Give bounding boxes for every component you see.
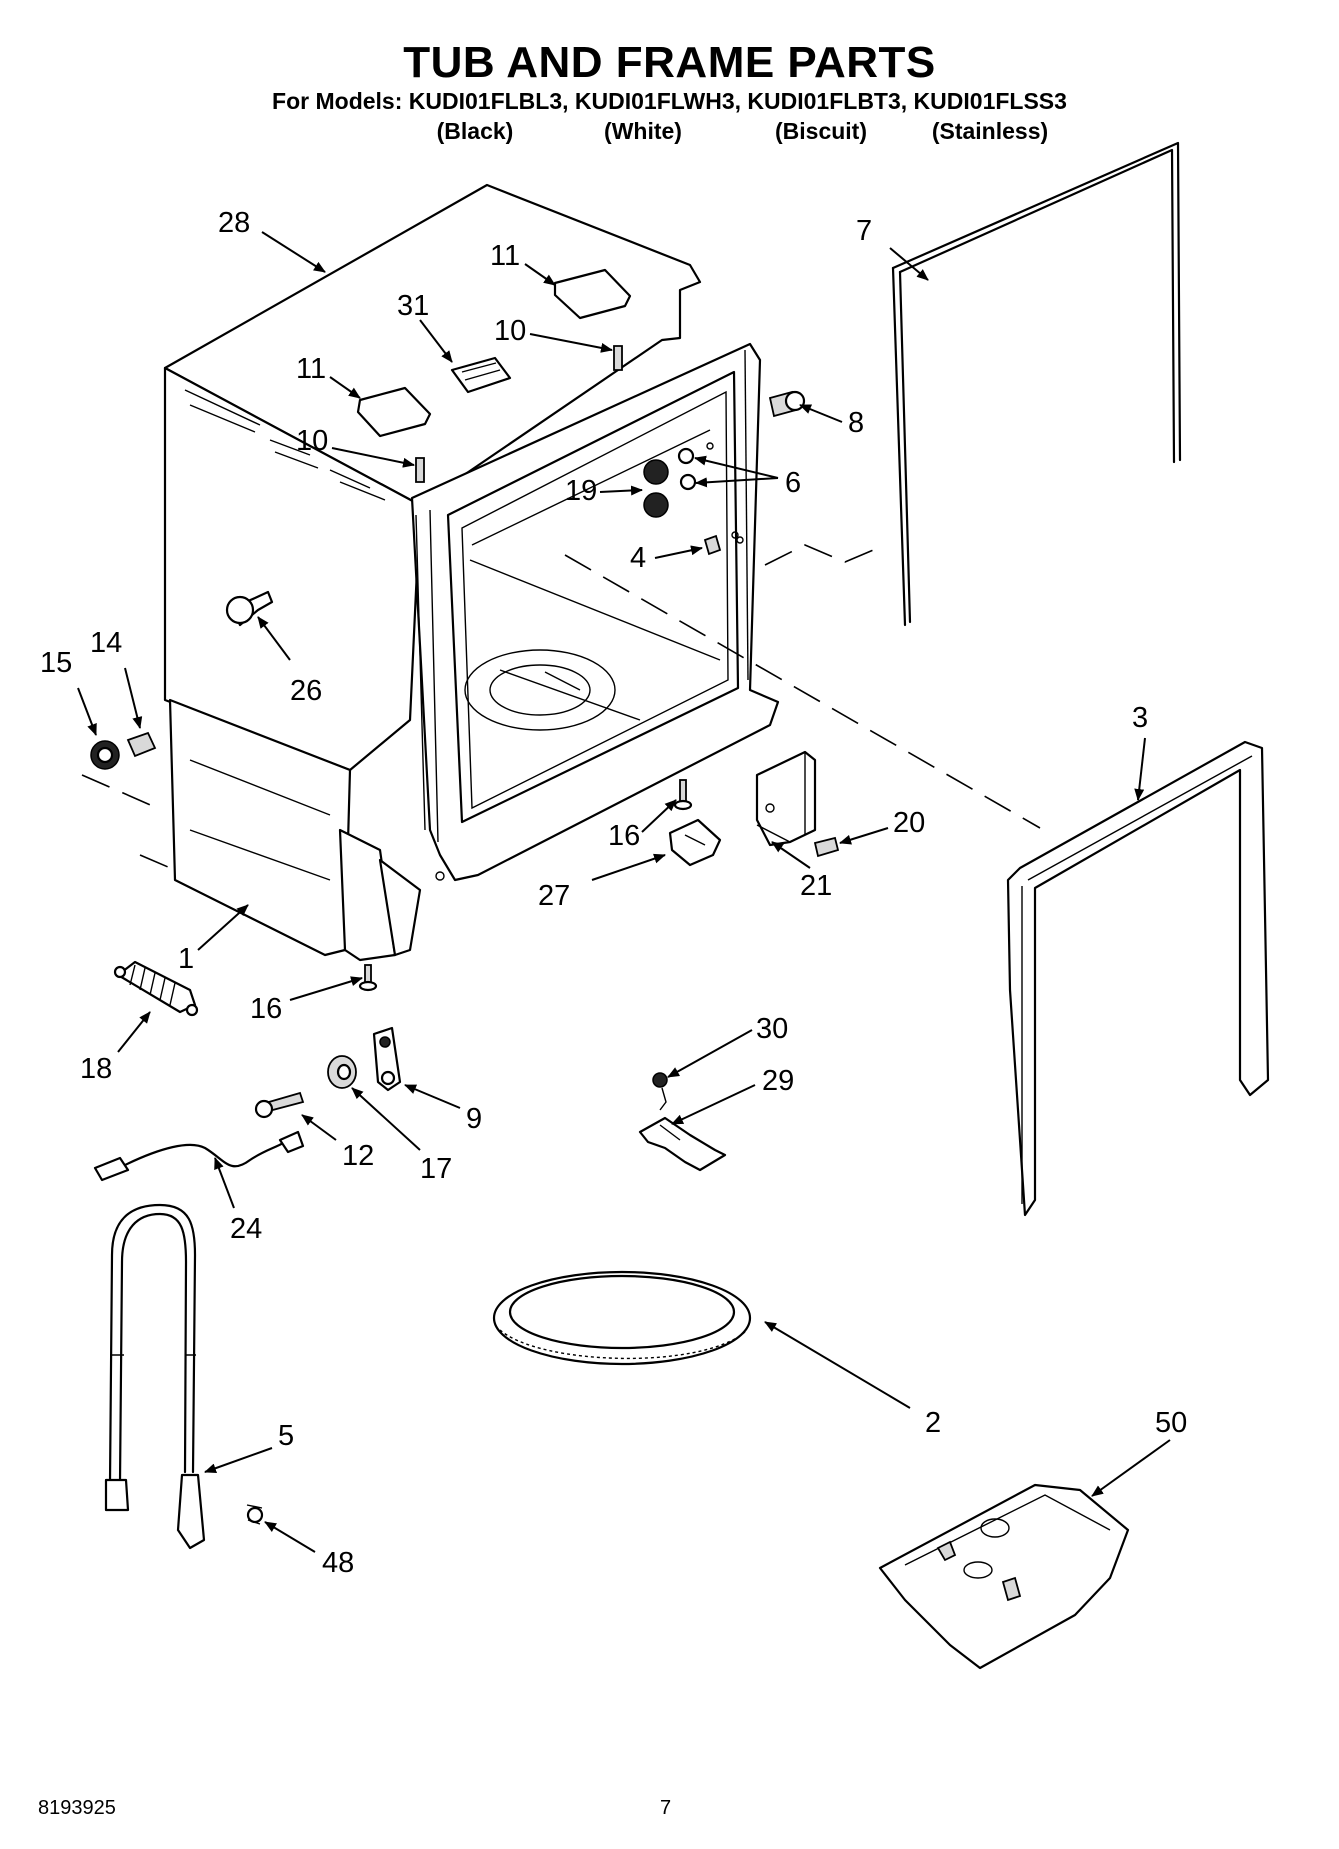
clip-part-27 bbox=[358, 779, 722, 992]
callout-label: 8 bbox=[848, 407, 864, 439]
variant-biscuit: (Biscuit) bbox=[775, 118, 867, 144]
door-pulley-parts bbox=[254, 1026, 402, 1119]
screw-head-part-26 bbox=[225, 595, 255, 625]
callout-label: 27 bbox=[538, 880, 570, 912]
callout-label: 11 bbox=[490, 240, 520, 272]
callout-label: 9 bbox=[466, 1103, 482, 1135]
models-line: For Models: KUDI01FLBL3, KUDI01FLWH3, KU… bbox=[272, 88, 1067, 114]
callout-label: 18 bbox=[80, 1053, 112, 1085]
ring-part-2 bbox=[492, 1270, 752, 1366]
door-gasket-part-7 bbox=[764, 141, 1182, 627]
heating-element-part-5 bbox=[104, 1203, 206, 1550]
parts-bag-part-50 bbox=[878, 1483, 1130, 1670]
callout-label: 4 bbox=[630, 542, 646, 574]
callout-label: 6 bbox=[785, 467, 801, 499]
callout-label: 19 bbox=[565, 475, 597, 507]
leveling-leg-parts bbox=[81, 731, 176, 871]
callout-label: 16 bbox=[250, 993, 282, 1025]
callout-label: 28 bbox=[218, 207, 250, 239]
callout-label: 50 bbox=[1155, 1407, 1187, 1439]
callout-label: 30 bbox=[756, 1013, 788, 1045]
clip-part-48 bbox=[246, 1504, 264, 1525]
callout-label: 11 bbox=[296, 353, 326, 385]
spring-part-18 bbox=[113, 960, 199, 1017]
callout-label: 2 bbox=[925, 1407, 941, 1439]
page-title: TUB AND FRAME PARTS bbox=[403, 38, 936, 87]
callout-label: 20 bbox=[893, 807, 925, 839]
callout-label: 12 bbox=[342, 1140, 374, 1172]
callout-label: 1 bbox=[178, 943, 194, 975]
callouts: 28 7 11 31 10 11 8 10 6 19 4 26 bbox=[40, 207, 1187, 1579]
callout-label: 7 bbox=[856, 215, 872, 247]
callout-label: 10 bbox=[494, 315, 526, 347]
callout-label: 5 bbox=[278, 1420, 294, 1452]
callout-label: 29 bbox=[762, 1065, 794, 1097]
callout-label: 3 bbox=[1132, 702, 1148, 734]
callout-label: 15 bbox=[40, 647, 72, 679]
page-number: 7 bbox=[660, 1797, 672, 1819]
document-number: 8193925 bbox=[38, 1797, 116, 1819]
callout-label: 24 bbox=[230, 1213, 262, 1245]
tub-gasket-part-3 bbox=[564, 554, 1270, 1217]
small-fasteners bbox=[643, 390, 806, 556]
callout-label: 26 bbox=[290, 675, 322, 707]
callout-label: 21 bbox=[800, 870, 832, 902]
variant-white: (White) bbox=[604, 118, 682, 144]
hinge-brackets bbox=[356, 268, 632, 483]
ground-wire-part-24 bbox=[93, 1130, 305, 1182]
bracket-part-21 bbox=[755, 750, 840, 858]
callout-label: 31 bbox=[397, 290, 429, 322]
variant-black: (Black) bbox=[436, 118, 514, 144]
callout-label: 16 bbox=[608, 820, 640, 852]
callout-label: 48 bbox=[322, 1547, 354, 1579]
callout-label: 17 bbox=[420, 1153, 452, 1185]
callout-label: 14 bbox=[90, 627, 122, 659]
callout-label: 10 bbox=[296, 425, 328, 457]
thermostat-part-30-29 bbox=[638, 1072, 727, 1172]
variant-stainless: (Stainless) bbox=[931, 118, 1049, 144]
